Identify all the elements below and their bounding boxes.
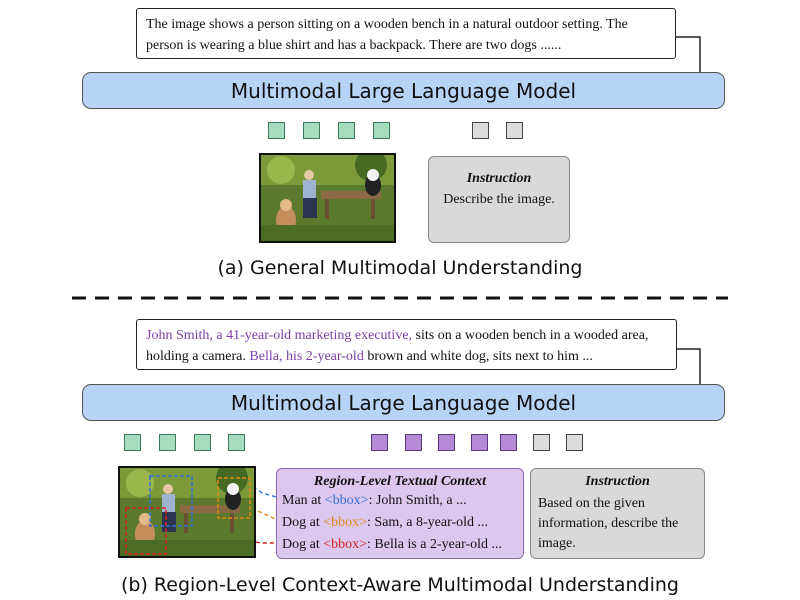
visual-token	[228, 434, 245, 451]
visual-token	[194, 434, 211, 451]
llm-bar-b: Multimodal Large Language Model	[82, 384, 725, 421]
instruction-title-b: Instruction	[585, 474, 650, 489]
llm-label-b: Multimodal Large Language Model	[230, 390, 577, 415]
visual-token	[303, 122, 320, 139]
instruction-panel-a: Instruction Describe the image.	[428, 156, 570, 243]
instruction-panel-b: Instruction Based on the given informati…	[530, 468, 705, 559]
context-prefix: Man at	[282, 493, 325, 508]
context-token	[471, 434, 488, 451]
photo-scene-a	[261, 155, 394, 241]
region-box-dog-bella	[125, 507, 167, 555]
visual-token	[373, 122, 390, 139]
context-token	[500, 434, 517, 451]
output-text-box-a: The image shows a person sitting on a wo…	[136, 8, 676, 59]
region-box-dog-sam	[217, 477, 251, 519]
context-prefix: Dog at	[282, 537, 324, 552]
bbox-token-dog-bella: <bbox>	[323, 537, 368, 552]
instruction-title-a: Instruction	[466, 171, 532, 186]
context-token	[371, 434, 388, 451]
input-photo-b	[118, 466, 256, 558]
context-prefix: Dog at	[282, 515, 324, 530]
visual-token	[338, 122, 355, 139]
context-token	[405, 434, 422, 451]
context-token	[438, 434, 455, 451]
llm-bar-a: Multimodal Large Language Model	[82, 72, 725, 109]
instruction-text-b: Based on the given information, describe…	[538, 496, 679, 551]
llm-label-a: Multimodal Large Language Model	[230, 78, 577, 103]
output-text-b-part2: sits on a wooden bench in a wooded area,…	[146, 328, 649, 364]
context-desc: : John Smith, a ...	[368, 493, 467, 508]
output-text-box-b: John Smith, a 41-year-old marketing exec…	[136, 319, 677, 370]
text-token	[566, 434, 583, 451]
text-token	[506, 122, 523, 139]
output-text-a: The image shows a person sitting on a wo…	[146, 17, 628, 53]
connector-a	[676, 36, 701, 72]
bbox-token-man: <bbox>	[324, 493, 369, 508]
photo-scene-b	[120, 468, 254, 556]
input-photo-a	[259, 153, 396, 243]
text-token	[533, 434, 550, 451]
context-panel: Region-Level Textual Context Man at <bbo…	[276, 468, 524, 559]
caption-b: (b) Region-Level Context-Aware Multimoda…	[120, 574, 679, 596]
output-text-b-part4: brown and white dog, sits next to him ..…	[363, 349, 593, 364]
region-box-man	[149, 475, 193, 527]
bbox-token-dog-sam: <bbox>	[323, 515, 368, 530]
visual-token	[124, 434, 141, 451]
context-title: Region-Level Textual Context	[313, 474, 487, 489]
caption-a: (a) General Multimodal Understanding	[217, 257, 583, 279]
visual-token	[159, 434, 176, 451]
context-line: Man at <bbox>: John Smith, a ...	[277, 491, 523, 511]
connector-b	[677, 348, 701, 384]
output-highlight-person: John Smith, a 41-year-old marketing exec…	[146, 328, 413, 343]
context-desc: : Sam, a 8-year-old ...	[367, 515, 489, 530]
context-desc: : Bella is a 2-year-old ...	[367, 537, 503, 552]
visual-token	[268, 122, 285, 139]
context-line: Dog at <bbox>: Sam, a 8-year-old ...	[277, 513, 523, 533]
text-token	[472, 122, 489, 139]
output-highlight-dog: Bella, his 2-year-old	[249, 349, 364, 364]
instruction-text-a: Describe the image.	[443, 192, 555, 207]
context-line: Dog at <bbox>: Bella is a 2-year-old ...	[277, 535, 523, 555]
